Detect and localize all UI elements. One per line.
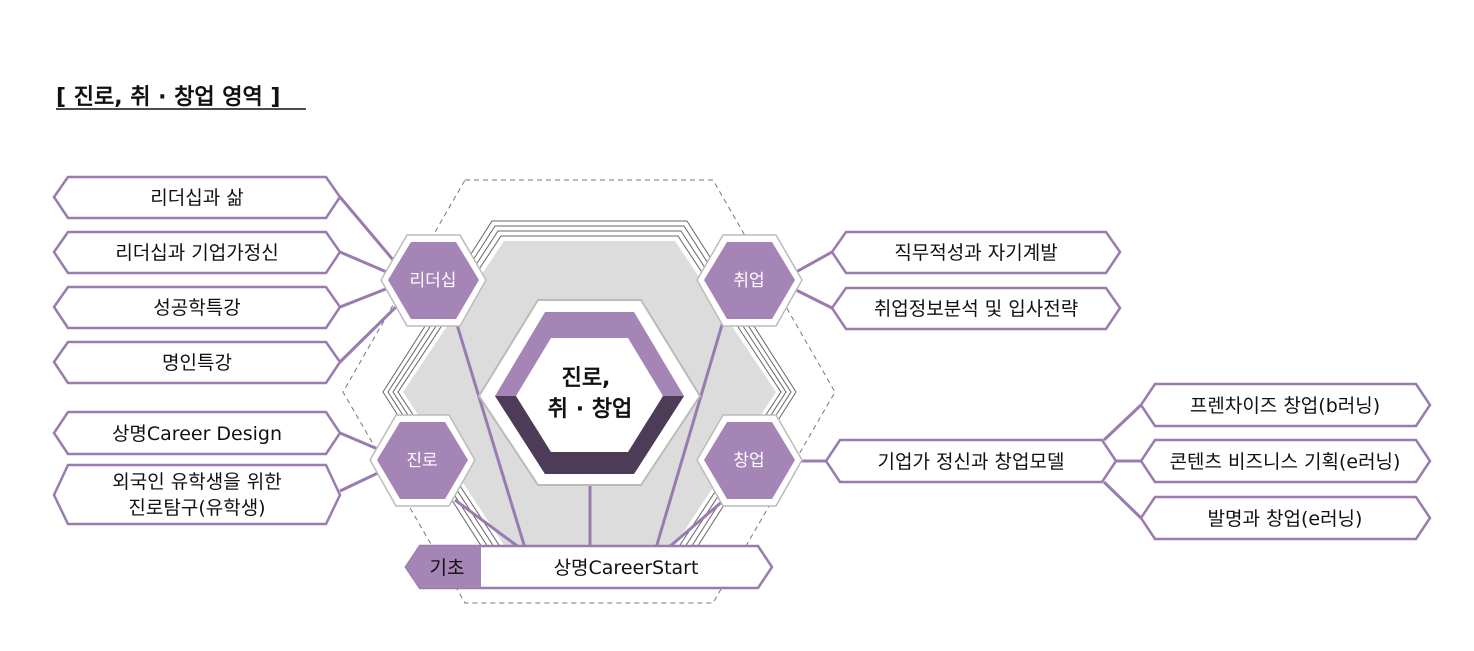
leadership-item-4-label: 명인특강: [162, 352, 232, 374]
startup-main-item[interactable]: 기업가 정신과 창업모델: [824, 438, 1118, 484]
hub-startup-label: 창업: [733, 451, 764, 471]
center-label-line1: 진로,: [562, 366, 611, 391]
hub-startup[interactable]: 창업: [696, 414, 803, 507]
leadership-item-1-label: 리더십과 삶: [150, 187, 243, 209]
leadership-item-1[interactable]: 리더십과 삶: [52, 175, 342, 220]
base-bar[interactable]: 기초 상명CareerStart: [404, 544, 774, 590]
hub-leadership-label: 리더십: [410, 271, 457, 291]
career-item-2[interactable]: 외국인 유학생을 위한 진로탐구(유학생): [52, 463, 342, 526]
career-item-1[interactable]: 상명Career Design: [52, 410, 342, 456]
employment-item-1[interactable]: 직무적성과 자기계발: [830, 230, 1122, 275]
leadership-item-3-label: 성공학특강: [153, 297, 240, 319]
employment-item-2[interactable]: 취업정보분석 및 입사전략: [830, 286, 1122, 331]
startup-item-3[interactable]: 발명과 창업(e러닝): [1139, 495, 1432, 541]
career-item-1-label: 상명Career Design: [112, 423, 282, 445]
outer-dashed-hexagon: [342, 179, 836, 604]
diagram-title: [ 진로, 취 · 창업 영역 ]: [56, 85, 280, 110]
startup-item-1-label: 프렌차이즈 창업(b러닝): [1190, 395, 1380, 417]
employment-item-1-label: 직무적성과 자기계발: [894, 242, 1057, 264]
leadership-item-3[interactable]: 성공학특강: [52, 285, 342, 330]
hub-leadership[interactable]: 리더십: [380, 234, 487, 327]
hub-employment-label: 취업: [733, 271, 764, 291]
startup-main-item-label: 기업가 정신과 창업모델: [878, 451, 1065, 473]
hub-career-label: 진로: [406, 451, 437, 471]
hub-career[interactable]: 진로: [369, 414, 476, 507]
career-item-2-label-line2: 진로탐구(유학생): [128, 497, 265, 519]
employment-item-2-label: 취업정보분석 및 입사전략: [874, 298, 1078, 320]
leadership-item-2[interactable]: 리더십과 기업가정신: [52, 230, 342, 275]
base-label: 상명CareerStart: [554, 557, 699, 579]
career-item-2-label-line1: 외국인 유학생을 위한: [112, 471, 281, 493]
center-label-line2: 취 · 창업: [548, 397, 632, 422]
startup-item-3-label: 발명과 창업(e러닝): [1208, 508, 1363, 530]
startup-item-2-label: 콘텐츠 비즈니스 기획(e러닝): [1170, 451, 1401, 473]
center-hexagon: [477, 299, 702, 486]
base-tag-label: 기초: [430, 557, 465, 579]
leadership-item-4[interactable]: 명인특강: [52, 340, 342, 385]
startup-item-2[interactable]: 콘텐츠 비즈니스 기획(e러닝): [1139, 438, 1432, 484]
startup-item-1[interactable]: 프렌차이즈 창업(b러닝): [1139, 382, 1432, 428]
hub-employment[interactable]: 취업: [696, 234, 803, 327]
leadership-item-2-label: 리더십과 기업가정신: [115, 242, 278, 264]
